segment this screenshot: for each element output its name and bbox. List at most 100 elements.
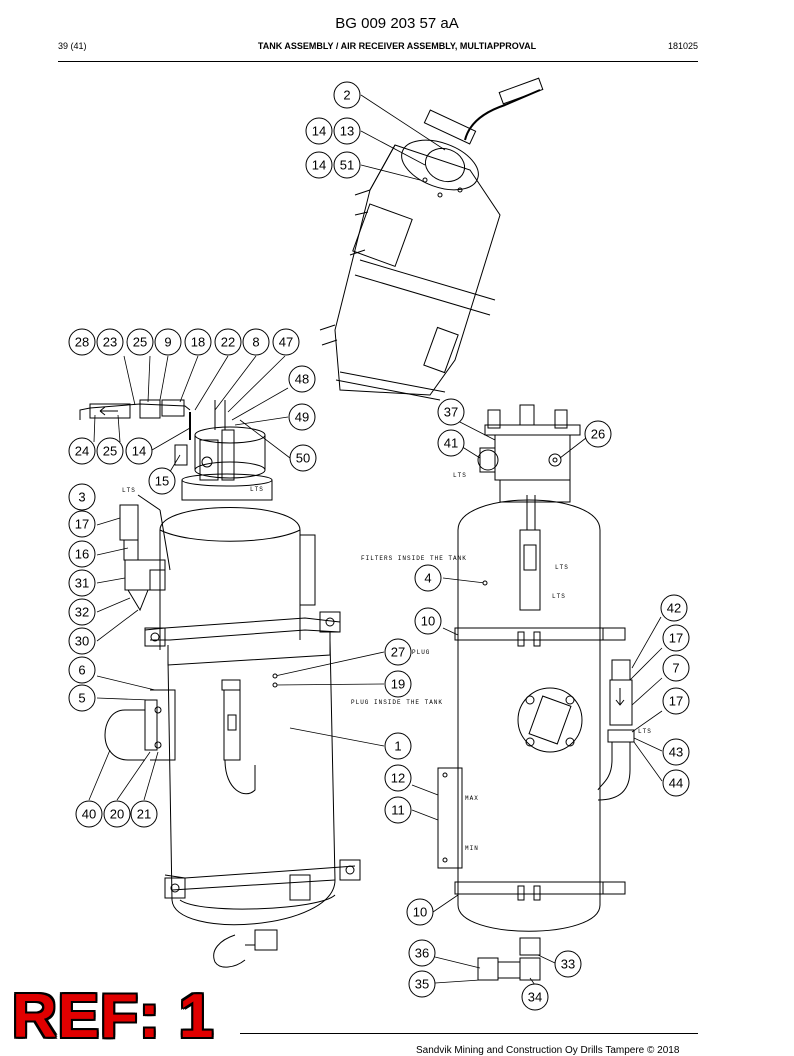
item-balloon: 27 [384,638,412,666]
item-balloon: 49 [288,403,316,431]
item-balloon: 20 [103,800,131,828]
balloon-label: 23 [103,335,117,350]
item-balloon: 22 [214,328,242,356]
item-balloon: 25 [96,437,124,465]
item-balloon: 11 [384,796,412,824]
note-plug-inside: PLUG INSIDE THE TANK [351,699,443,706]
balloon-circle [68,328,96,356]
balloon-label: 25 [133,335,147,350]
balloon-label: 4 [424,571,431,586]
balloon-label: 11 [391,803,405,818]
balloon-label: 33 [561,957,575,972]
balloon-label: 7 [672,661,679,676]
note-lts: LTS [250,486,264,493]
balloon-label: 34 [528,990,542,1005]
balloon-circle [154,328,182,356]
balloon-circle [384,764,412,792]
balloon-circle [384,732,412,760]
balloon-label: 15 [155,474,169,489]
balloon-circle [68,569,96,597]
balloon-label: 14 [312,158,326,173]
item-balloon: 10 [414,607,442,635]
top-tank-drawing [319,77,544,401]
balloon-label: 18 [191,335,205,350]
balloon-circle [288,365,316,393]
item-balloon: 1 [384,732,412,760]
right-tank-drawing [437,404,635,981]
balloon-label: 14 [312,124,326,139]
balloon-label: 51 [340,158,354,173]
item-balloon: 13 [333,117,361,145]
item-balloon: 17 [68,510,96,538]
item-balloon: 26 [584,420,612,448]
item-balloon: 4 [414,564,442,592]
item-balloon: 23 [96,328,124,356]
balloon-circle [333,117,361,145]
balloon-circle [68,598,96,626]
balloon-circle [68,437,96,465]
balloon-label: 10 [413,905,427,920]
item-balloon: 43 [662,738,690,766]
item-balloon: 25 [126,328,154,356]
balloon-label: 43 [669,745,683,760]
balloon-circle [437,429,465,457]
page-number: 39 (41) [58,41,87,51]
item-balloon: 14 [305,151,333,179]
note-plug: PLUG [412,649,430,656]
note-min: MIN [465,845,479,852]
balloon-circle [289,444,317,472]
item-balloon: 40 [75,800,103,828]
balloon-label: 10 [421,614,435,629]
note-lts: LTS [453,472,467,479]
item-balloon: 21 [130,800,158,828]
item-balloon: 37 [437,398,465,426]
balloon-circle [305,117,333,145]
item-balloon: 24 [68,437,96,465]
item-balloon: 31 [68,569,96,597]
item-balloon: 12 [384,764,412,792]
item-balloon: 7 [662,654,690,682]
footer-rule [240,1033,698,1034]
document-date: 181025 [667,41,698,51]
balloon-label: 5 [78,691,85,706]
balloon-label: 25 [103,444,117,459]
balloon-label: 27 [391,645,405,660]
balloon-circle [408,939,436,967]
balloon-label: 48 [295,372,309,387]
balloon-circle [242,328,270,356]
balloon-label: 30 [75,634,89,649]
leader-lines [88,94,663,986]
note-lts: LTS [638,728,652,735]
balloon-label: 9 [164,335,171,350]
item-balloon: 36 [408,939,436,967]
item-balloon: 15 [148,467,176,495]
balloon-circle [272,328,300,356]
balloon-circle [384,670,412,698]
balloon-circle [148,467,176,495]
item-balloon: 5 [68,684,96,712]
balloon-circle [384,638,412,666]
note-filters-inside: FILTERS INSIDE THE TANK [361,555,467,562]
balloon-label: 31 [75,576,89,591]
balloon-circle [75,800,103,828]
balloon-label: 17 [669,694,683,709]
balloon-circle [96,437,124,465]
ref-stamp: REF: 1 [12,982,215,1051]
balloon-label: 12 [391,771,405,786]
document-number: BG 009 203 57 aA [335,15,459,32]
balloon-circle [662,738,690,766]
balloon-circle [408,970,436,998]
balloon-label: 41 [444,436,458,451]
item-balloon: 3 [68,483,96,511]
item-balloon: 50 [289,444,317,472]
footer-copyright: Sandvik Mining and Construction Oy Drill… [416,1045,680,1056]
balloon-label: 35 [415,977,429,992]
item-balloon: 17 [662,687,690,715]
item-balloon: 28 [68,328,96,356]
balloon-label: 16 [75,547,89,562]
balloon-label: 44 [669,776,683,791]
balloon-label: 36 [415,946,429,961]
balloon-circle [662,654,690,682]
